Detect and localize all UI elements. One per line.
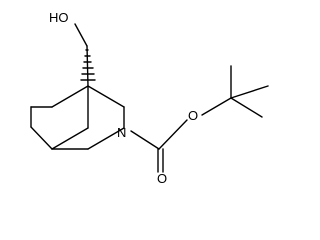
bond-c5-c4a-left [30,126,53,150]
hashed-wedge-bond [80,49,96,81]
bond-carbonyl-ester-o [158,119,188,150]
bond-tbu-down [230,97,263,118]
bond-o-tbu [201,97,232,116]
bond-c4a-c8a [51,127,89,150]
bond-ho-ch2 [74,23,88,47]
bond-tbu-right [230,85,269,99]
bond-c8-c1 [87,85,125,108]
hydroxyl-label: HO [49,10,69,25]
carbonyl-oxygen-label: O [157,171,167,186]
bond-n2-c3 [87,127,125,150]
bond-c8-c7 [51,85,89,108]
chemical-structure: HO N O O [30,10,269,186]
bond-n-carbonyl [130,130,160,150]
ester-oxygen-label: O [188,108,198,123]
nitrogen-label: N [117,125,126,140]
structure-canvas: HO N O O [30,10,269,186]
